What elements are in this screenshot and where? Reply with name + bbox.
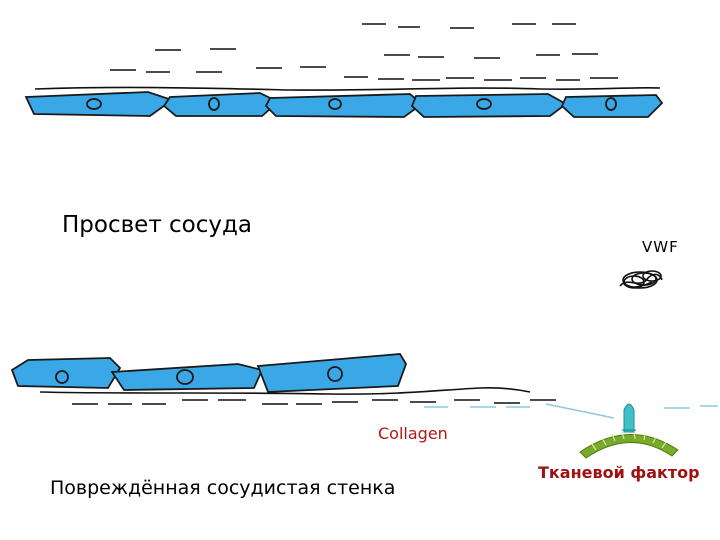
- upper-subendothelial-dashes: [110, 23, 618, 81]
- nucleus: [176, 369, 194, 385]
- damaged-wall-label: Повреждённая сосудистая стенка: [50, 477, 396, 499]
- vwf-label: VWF: [642, 238, 679, 256]
- lower-basement-line: [39, 387, 531, 395]
- nucleus: [328, 98, 342, 110]
- endothelial-cell: [24, 91, 174, 117]
- upper-endothelium: [24, 91, 664, 118]
- endothelial-cell: [110, 363, 264, 391]
- vwf-molecule-icon: [619, 270, 663, 289]
- exposed-collagen-dashes: [424, 403, 718, 419]
- lower-endothelium: [10, 353, 407, 393]
- nucleus: [327, 366, 343, 382]
- endothelial-cell: [10, 357, 122, 389]
- vessel-lumen-label: Просвет сосуда: [62, 212, 252, 238]
- nucleus: [605, 97, 617, 111]
- nucleus: [55, 370, 69, 384]
- tissue-factor-icon: [579, 403, 679, 459]
- collagen-label: Collagen: [378, 424, 448, 443]
- nucleus: [86, 98, 102, 110]
- tissue-factor-label: Тканевой фактор: [538, 463, 700, 482]
- endothelial-cell: [560, 94, 664, 118]
- lower-subendothelial-dashes: [72, 399, 556, 405]
- endothelial-cell: [410, 93, 568, 118]
- endothelial-cell: [264, 93, 424, 118]
- endothelial-cell: [162, 92, 280, 117]
- nucleus: [208, 97, 220, 111]
- endothelial-cell: [256, 353, 407, 393]
- upper-basement-line: [34, 86, 661, 91]
- nucleus: [476, 98, 492, 110]
